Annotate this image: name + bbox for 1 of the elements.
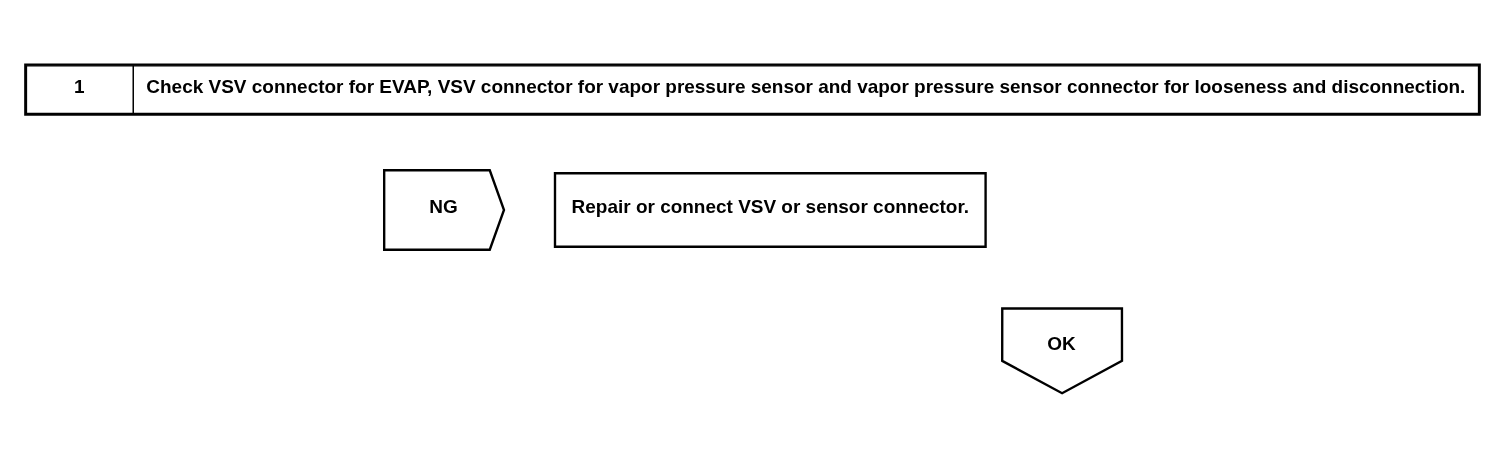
node-box: Repair or connect VSV or sensor connector. [553, 172, 987, 248]
